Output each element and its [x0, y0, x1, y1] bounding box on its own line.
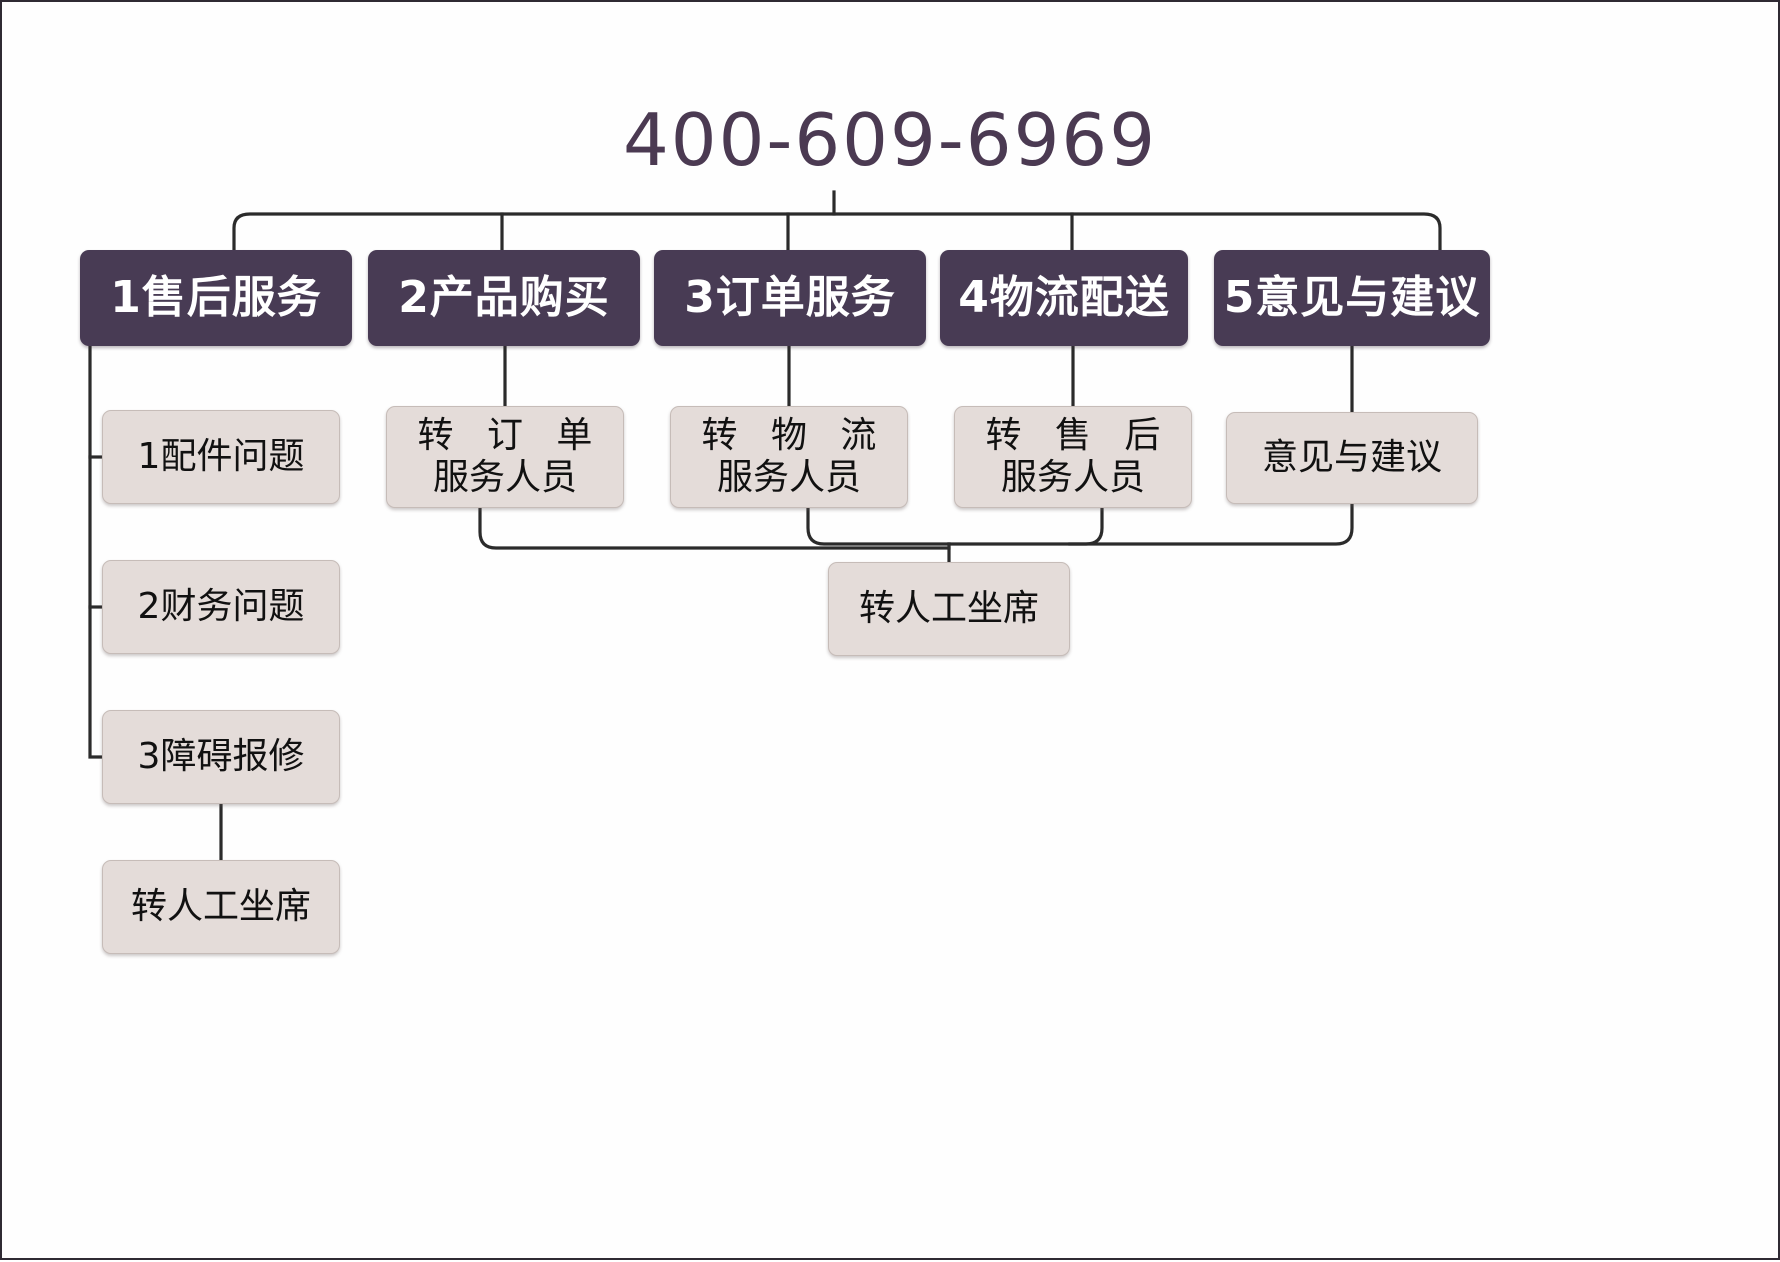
node-label-line2: 服务人员: [716, 457, 861, 498]
connector-bus: [232, 212, 1442, 252]
node-label-line2: 服务人员: [432, 457, 577, 498]
node-label: 转人工坐席: [858, 587, 1039, 629]
connector-h1-spine: [88, 344, 104, 759]
node-label-line1: 转 订 单: [417, 414, 604, 456]
header-label: 2产品购买: [398, 272, 610, 324]
node-transfer-logistics-staff[interactable]: 转 物 流 服务人员: [670, 406, 908, 508]
connector-n8-to-n9: [1068, 502, 1354, 546]
connector-n7-to-n9: [947, 506, 1104, 546]
header-node-logistics[interactable]: 4物流配送: [940, 250, 1188, 346]
header-label: 1售后服务: [110, 272, 322, 324]
node-fault-repair[interactable]: 3障碍报修: [102, 710, 340, 804]
node-transfer-agent-center[interactable]: 转人工坐席: [828, 562, 1070, 656]
node-label: 3障碍报修: [137, 735, 305, 777]
node-transfer-agent-left[interactable]: 转人工坐席: [102, 860, 340, 954]
header-label: 5意见与建议: [1223, 272, 1481, 324]
node-parts-issue[interactable]: 1配件问题: [102, 410, 340, 504]
node-transfer-aftersales-staff[interactable]: 转 售 后 服务人员: [954, 406, 1192, 508]
node-finance-issue[interactable]: 2财务问题: [102, 560, 340, 654]
header-node-after-sales[interactable]: 1售后服务: [80, 250, 352, 346]
page-title: 400-609-6969: [622, 98, 1158, 182]
header-label: 4物流配送: [958, 272, 1170, 324]
connector-n6-to-n9: [806, 506, 951, 546]
node-label: 转人工坐席: [130, 885, 311, 927]
connector-n5-to-n9: [478, 506, 951, 550]
node-label-line1: 转 售 后: [985, 414, 1172, 456]
node-transfer-order-staff[interactable]: 转 订 单 服务人员: [386, 406, 624, 508]
node-label: 1配件问题: [137, 435, 305, 477]
header-node-order-service[interactable]: 3订单服务: [654, 250, 926, 346]
node-label: 意见与建议: [1261, 436, 1442, 478]
header-label: 3订单服务: [684, 272, 896, 324]
node-label-line1: 转 物 流: [701, 414, 888, 456]
node-label: 2财务问题: [137, 585, 305, 627]
header-node-product-purchase[interactable]: 2产品购买: [368, 250, 640, 346]
header-node-feedback[interactable]: 5意见与建议: [1214, 250, 1490, 346]
node-feedback-suggestion[interactable]: 意见与建议: [1226, 412, 1478, 504]
node-label-line2: 服务人员: [1000, 457, 1145, 498]
